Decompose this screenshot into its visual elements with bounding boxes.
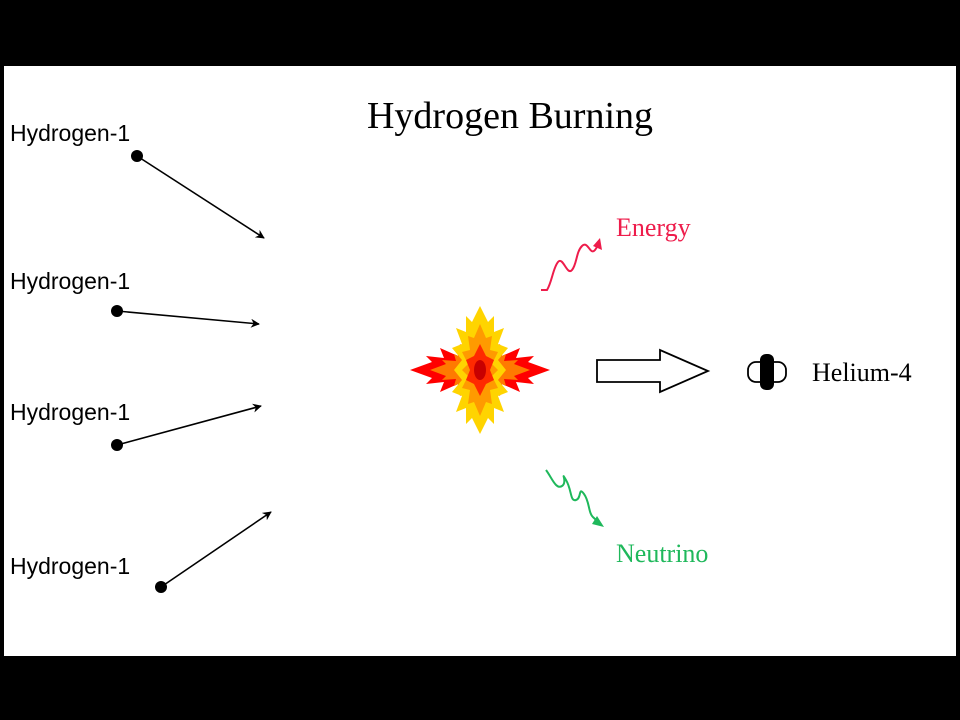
hydrogen-label: Hydrogen-1 <box>10 120 130 146</box>
hydrogen-arrow <box>136 155 265 239</box>
neutrino-emission: Neutrino <box>545 469 708 568</box>
neutrino-wave <box>545 469 599 523</box>
energy-arrowhead-icon <box>593 238 602 250</box>
energy-wave <box>541 243 600 291</box>
hydrogen-arrow <box>116 403 262 446</box>
helium-nucleus-icon <box>747 354 787 390</box>
neutrino-label: Neutrino <box>616 539 708 568</box>
burst-vertical-spikes <box>452 306 508 434</box>
energy-emission: Energy <box>541 213 691 291</box>
result-arrow-icon <box>596 348 711 394</box>
hydrogen-input-1: Hydrogen-1 <box>10 120 265 239</box>
helium-label: Helium-4 <box>812 358 912 387</box>
hydrogen-input-2: Hydrogen-1 <box>10 268 260 328</box>
energy-label: Energy <box>616 213 691 242</box>
hydrogen-arrow <box>116 310 260 328</box>
fusion-burst-icon <box>410 306 550 434</box>
hydrogen-input-4: Hydrogen-1 <box>10 511 272 593</box>
hydrogen-label: Hydrogen-1 <box>10 553 130 579</box>
hydrogen-input-3: Hydrogen-1 <box>10 399 262 451</box>
hydrogen-arrow <box>160 511 272 588</box>
diagram-title: Hydrogen Burning <box>367 95 653 137</box>
hydrogen-label: Hydrogen-1 <box>10 268 130 294</box>
hydrogen-label: Hydrogen-1 <box>10 399 130 425</box>
neutrino-arrowhead-icon <box>592 516 604 527</box>
